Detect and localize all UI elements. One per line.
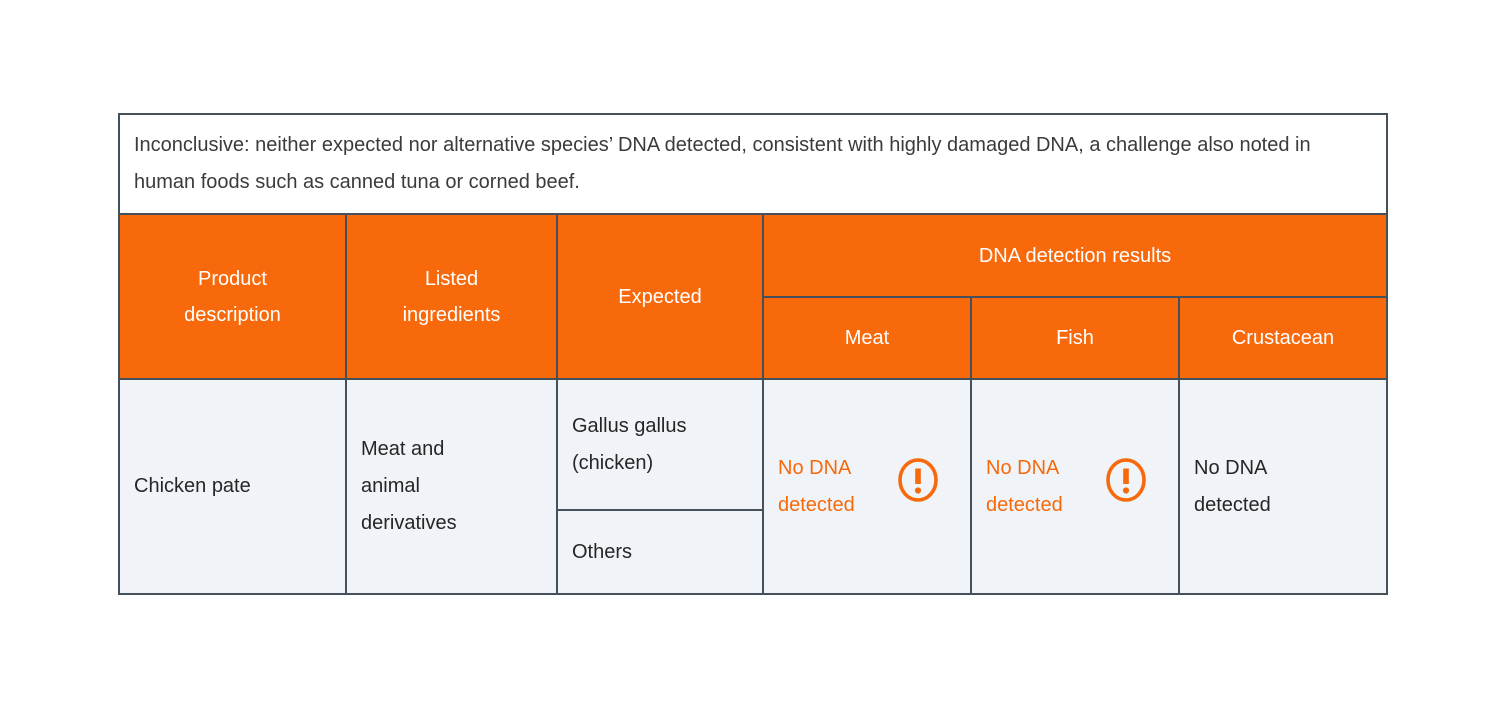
header-crustacean: Crustacean [1178,296,1388,380]
expected-species-text: Gallus gallus (chicken) [572,414,687,474]
listed-ingredients-text: Meat and animal derivatives [361,438,457,534]
header-listed-ingredients-label: Listed ingredients [402,267,501,326]
header-meat: Meat [762,296,972,380]
inconclusive-note-text: Inconclusive: neither expected nor alter… [134,134,1311,193]
note-row: Inconclusive: neither expected nor alter… [118,113,1388,215]
header-dna-detection-results: DNA detection results [762,213,1388,298]
exclamation-circle-icon [1105,457,1147,516]
expected-others-text: Others [572,540,633,563]
product-row: Chicken pate Meat and animal derivatives… [118,378,1388,595]
product-row-expected-others: Others [119,509,1387,595]
header-listed-ingredients: Listed ingredients [345,213,558,380]
fish-result-text: No DNA detected [986,456,1063,516]
cell-expected-secondary: Others [556,509,764,595]
product-name: Chicken pate [134,475,251,497]
header-fish: Fish [970,296,1180,380]
cell-result-fish: No DNA detected [970,378,1180,595]
inconclusive-note: Inconclusive: neither expected nor alter… [118,113,1388,215]
header-row-sub: Meat Fish Crustacean [119,296,1388,380]
crustacean-result-text: No DNA detected [1194,456,1271,516]
header-crustacean-label: Crustacean [1231,327,1335,349]
dna-results-table: Inconclusive: neither expected nor alter… [118,113,1388,595]
header-dna-detection-results-label: DNA detection results [978,244,1172,267]
page-content: Inconclusive: neither expected nor alter… [118,113,1388,595]
meat-result-text: No DNA detected [778,456,855,516]
header-product-description-label: Product description [184,267,281,326]
cell-expected-primary: Gallus gallus (chicken) [556,378,764,511]
cell-listed-ingredients: Meat and animal derivatives [345,378,558,595]
header-expected-label: Expected [618,285,702,308]
header-meat-label: Meat [844,327,890,349]
cell-result-meat: No DNA detected [762,378,972,595]
cell-product-description: Chicken pate [118,378,347,595]
cell-result-crustacean: No DNA detected [1178,378,1388,595]
header-product-description: Product description [118,213,347,380]
exclamation-circle-icon [897,457,939,516]
header-expected: Expected [556,213,764,380]
header-row-top: Product description Listed ingredients E… [118,213,1388,380]
header-fish-label: Fish [1056,327,1094,349]
